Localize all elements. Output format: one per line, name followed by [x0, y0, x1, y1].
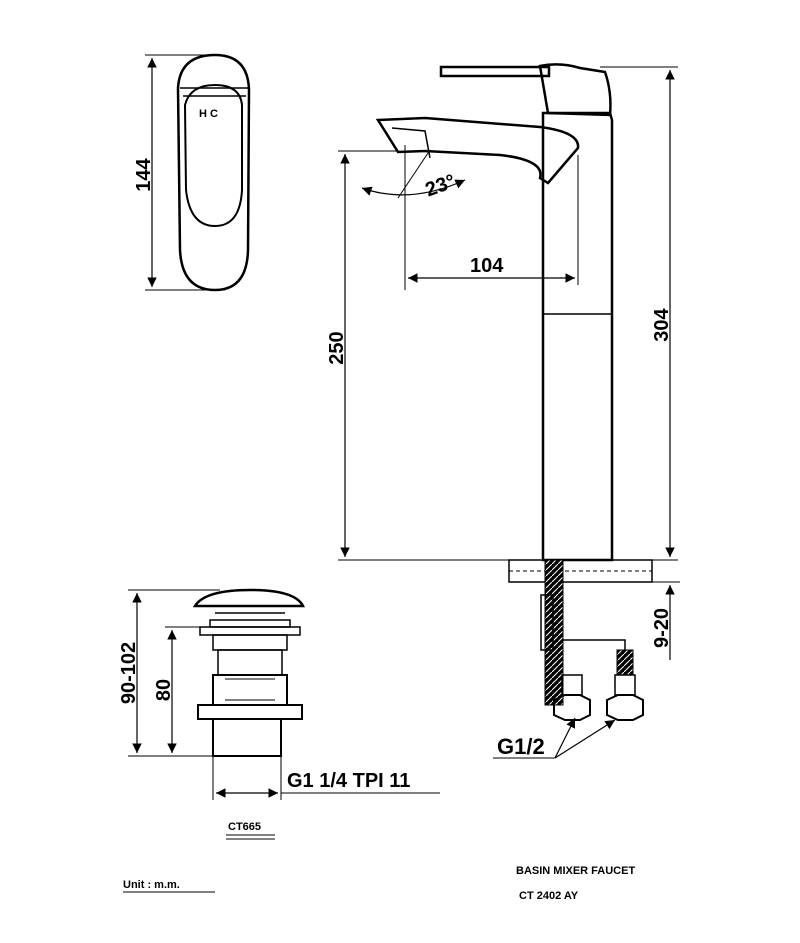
deck-thickness-label: 9-20 [651, 608, 673, 648]
dim-spout-angle: 23° [361, 145, 466, 290]
title-block: BASIN MIXER FAUCET CT 2402 AY [516, 865, 635, 902]
drain-model-caption: CT665 [226, 821, 275, 840]
left-inlet-fitting [553, 674, 591, 721]
handle-hot-cold-marks: H C [199, 108, 218, 120]
faucet-side-view [375, 63, 653, 721]
dim-spout-height: 250 [326, 150, 509, 561]
spout-reach-label: 104 [470, 255, 504, 277]
drain-model-label: CT665 [228, 821, 261, 833]
right-inlet-fitting [606, 674, 644, 721]
dim-spout-reach: 104 [408, 155, 579, 285]
dim-drain-thread: G1 1/4 TPI 11 [212, 756, 440, 800]
drain-range-label: 90-102 [118, 642, 140, 704]
dim-inlet-thread: G1/2 [493, 717, 616, 759]
product-name: BASIN MIXER FAUCET [516, 865, 635, 877]
drain-body-label: 80 [153, 679, 175, 701]
drain-thread-label: G1 1/4 TPI 11 [287, 770, 410, 792]
handle-height-label: 144 [133, 157, 155, 191]
total-height-label: 304 [651, 307, 673, 341]
unit-label: Unit : m.m. [123, 879, 180, 891]
unit-caption: Unit : m.m. [123, 879, 215, 893]
dim-handle-height: 144 [133, 54, 225, 291]
dim-total-height: 304 [600, 66, 678, 561]
handle-front-view: H C [176, 53, 251, 292]
dim-deck-thickness: 9-20 [651, 581, 680, 660]
spout-height-label: 250 [326, 331, 348, 364]
spout-angle-label: 23° [422, 170, 458, 201]
drain-side-view [192, 588, 306, 757]
dim-drain-body: 80 [153, 626, 200, 753]
product-model: CT 2402 AY [519, 890, 579, 902]
dim-drain-range: 90-102 [118, 589, 220, 757]
inlet-thread-label: G1/2 [497, 734, 545, 759]
